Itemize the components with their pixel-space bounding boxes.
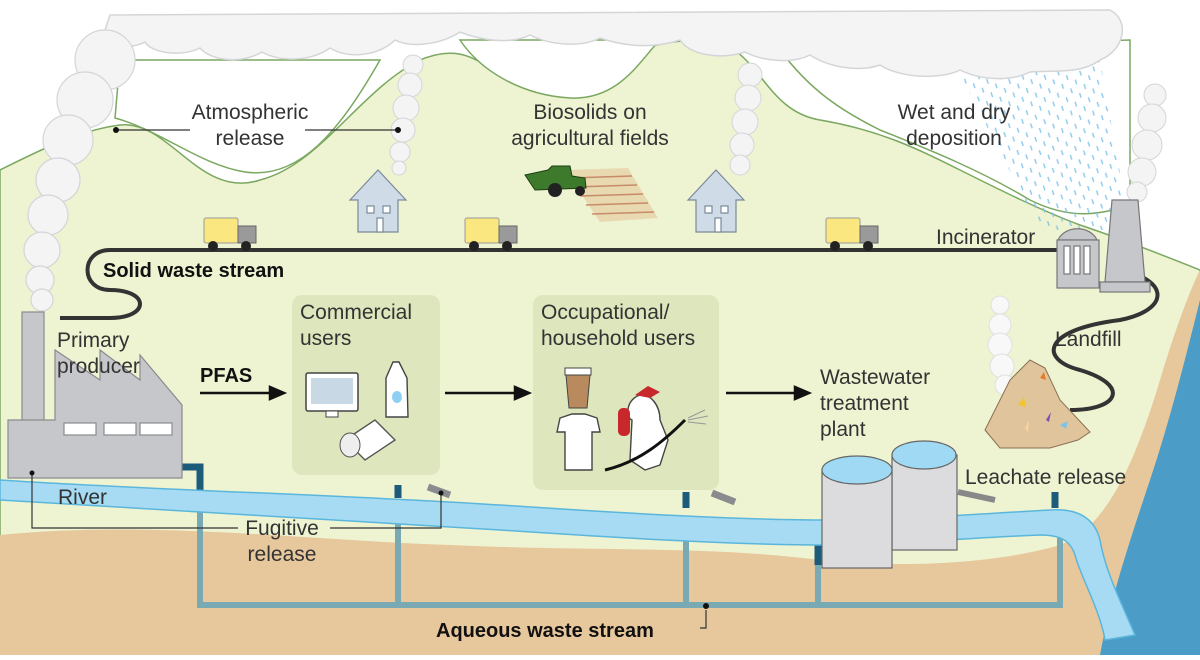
rain — [958, 60, 1130, 230]
commercial-users-box — [292, 295, 440, 475]
fabric-roll-icon — [339, 419, 397, 461]
label-landfill: Landfill — [1055, 328, 1122, 351]
house-icon — [348, 169, 408, 233]
truck-icon — [825, 217, 879, 251]
detergent-bottle-icon — [385, 361, 409, 418]
outflow-pipes — [182, 463, 1059, 565]
primary-producer-factory — [7, 311, 183, 479]
label-line: Atmospheric — [191, 101, 309, 124]
label-line: Commercial — [300, 301, 413, 324]
smoke-house-1 — [389, 54, 424, 176]
tractor-icon — [524, 165, 587, 197]
label-line: producer — [57, 355, 140, 378]
smoke-plume-primary — [23, 29, 136, 312]
truck-icon — [203, 217, 257, 251]
smoke-house-2 — [729, 62, 763, 176]
soil — [0, 270, 1200, 655]
incinerator-building — [1056, 199, 1151, 293]
label-line: Biosolids on — [533, 101, 647, 124]
label-atmospheric-release: Atmospheric release — [192, 100, 309, 152]
computer-monitor-icon — [305, 372, 359, 418]
cloud-band — [103, 9, 1124, 80]
label-line: Occupational/ — [541, 301, 670, 324]
label-wastewater-plant: Wastewater treatment plant — [820, 365, 930, 443]
label-line: deposition — [906, 127, 1002, 150]
discharge-pipes — [426, 483, 737, 506]
smoke-incinerator — [1126, 83, 1167, 203]
label-biosolids: Biosolids on agricultural fields — [511, 100, 669, 152]
label-line: household users — [541, 327, 696, 350]
label-fugitive-release: Fugitive release — [245, 516, 319, 568]
leader-lines — [31, 129, 707, 629]
label-line: release — [215, 127, 285, 150]
label-river: River — [58, 486, 108, 509]
sea — [1100, 300, 1200, 655]
label-aqueous-waste-stream: Aqueous waste stream — [436, 620, 654, 642]
label-line: Wastewater — [820, 366, 931, 389]
coffee-cup-icon — [564, 367, 592, 409]
label-line: Primary — [57, 329, 130, 352]
firefighter-icon — [604, 386, 709, 472]
house-icon — [686, 169, 746, 233]
label-incinerator: Incinerator — [936, 226, 1036, 249]
truck-icon — [464, 217, 518, 251]
label-line: Wet and dry — [897, 101, 1011, 124]
valley-sky-2 — [458, 39, 662, 99]
solid-waste-road — [60, 248, 1060, 320]
label-line: users — [300, 327, 352, 350]
landfill-pile — [984, 359, 1091, 449]
landfill-road — [1051, 268, 1160, 412]
valley-sky — [114, 59, 382, 174]
label-occupational-users: Occupational/ household users — [541, 300, 695, 352]
label-line: agricultural fields — [511, 127, 669, 150]
label-line: Fugitive — [245, 517, 319, 540]
leader-dots — [29, 127, 709, 609]
wastewater-tanks — [821, 440, 996, 569]
flow-arrows — [200, 385, 813, 401]
label-primary-producer: Primary producer — [57, 328, 140, 380]
t-shirt-icon — [556, 413, 601, 471]
label-leachate-release: Leachate release — [965, 466, 1127, 489]
label-pfas: PFAS — [200, 365, 253, 387]
label-line: treatment — [820, 392, 909, 415]
label-line: release — [247, 543, 317, 566]
label-solid-waste-stream: Solid waste stream — [103, 260, 285, 282]
label-line: plant — [820, 418, 866, 441]
label-commercial-users: Commercial users — [300, 300, 412, 352]
label-deposition: Wet and dry deposition — [898, 100, 1011, 152]
